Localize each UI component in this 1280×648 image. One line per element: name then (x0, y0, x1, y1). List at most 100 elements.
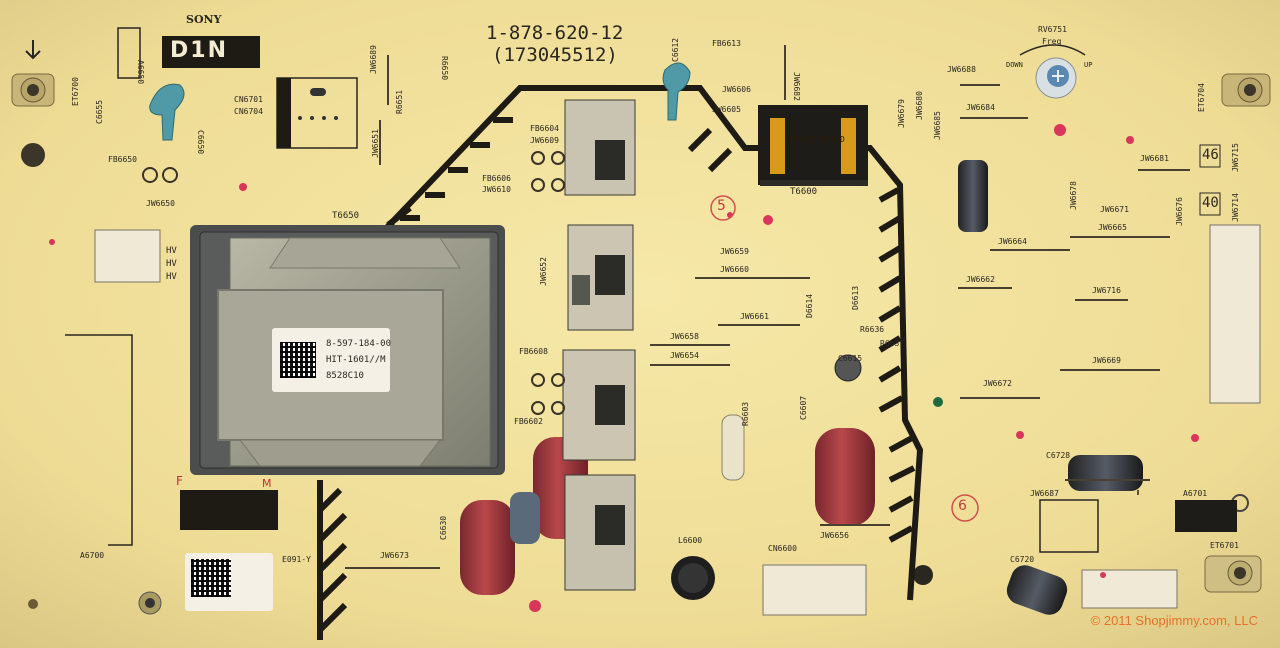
label-et6701: ET6701 (1210, 541, 1239, 550)
label-c6655: C6655 (95, 99, 104, 124)
label-c6720: C6720 (1010, 555, 1035, 564)
label-a6700: A6700 (80, 551, 105, 560)
qr-code-icon (280, 342, 316, 378)
label-jw6684: JW6684 (966, 103, 995, 112)
label-r6650: R6650 (440, 56, 449, 81)
label-r6636: R6636 (860, 325, 885, 334)
box-46 (1199, 144, 1221, 168)
label-jw6651: JW6651 (371, 129, 380, 158)
label-jw6714: JW6714 (1231, 193, 1240, 222)
label-5: 5 (717, 198, 726, 214)
sticker-line3: 8528C10 (326, 371, 364, 381)
datamatrix-icon (191, 559, 231, 597)
label-jw6689: JW6689 (369, 45, 378, 74)
d1n-logo-box (162, 36, 260, 68)
label-c6650: C6650 (196, 130, 205, 155)
copyright-watermark: © 2011 Shopjimmy.com, LLC (1090, 613, 1258, 628)
label-r6651: R6651 (395, 89, 404, 114)
label-jw6685: JW6685 (933, 111, 942, 140)
label-46: 46 (1202, 147, 1219, 163)
label-c6728: C6728 (1046, 451, 1071, 460)
label-rv-down: DOWN (1006, 61, 1023, 69)
label-c6615: C6615 (838, 354, 863, 363)
label-jw6671: JW6671 (1100, 205, 1129, 214)
label-t6650: T6650 (332, 211, 360, 221)
label-cn6701: CN6701 (234, 95, 263, 104)
label-hv2: HV (166, 259, 177, 269)
label-40: 40 (1202, 195, 1219, 211)
rv6751-trimmer (1035, 57, 1077, 99)
label-cn6600: CN6600 (768, 544, 797, 553)
brand-label: SONY (186, 13, 222, 26)
label-a6701: A6701 (1183, 489, 1208, 498)
solder-pads (142, 151, 565, 415)
label-d6614: D6614 (805, 293, 814, 318)
label-6: 6 (958, 498, 967, 514)
label-hv3: HV (166, 272, 177, 282)
label-c6612: C6612 (671, 37, 680, 62)
label-jw6659: JW6659 (720, 247, 749, 256)
label-jw6606: JW6606 (722, 85, 751, 94)
part-code: (173045512) (492, 44, 618, 66)
label-fb6604: FB6604 (530, 124, 559, 133)
silkscreen-traces (317, 85, 924, 640)
label-fb6608: FB6608 (519, 347, 548, 356)
label-a6650: A6650 (136, 60, 145, 85)
label-jw6682: JW6682 (792, 72, 801, 101)
t6600-transformer (758, 105, 868, 186)
spec-label (180, 490, 278, 530)
label-jw6658: JW6658 (670, 332, 699, 341)
label-rv-up: UP (1084, 61, 1093, 69)
sticker-line2: HIT-1601//M (326, 355, 386, 365)
label-et6700: ET6700 (71, 77, 80, 106)
label-jw6715: JW6715 (1231, 143, 1240, 172)
label-jw6688: JW6688 (947, 65, 976, 74)
label-jw6656: JW6656 (820, 531, 849, 540)
label-jw6681: JW6681 (1140, 154, 1169, 163)
label-c6607: C6607 (799, 395, 808, 420)
label-jw6676: JW6676 (1175, 197, 1184, 226)
label-fb6650: FB6650 (108, 155, 137, 164)
circle-mark-6 (951, 494, 979, 522)
arrow-down-icon (25, 40, 41, 60)
cn6701-footprint (277, 78, 338, 148)
d1n-logo: D1N (170, 38, 228, 63)
transformer-sticker: 8-597-184-00 HIT-1601//M 8528C10 (272, 328, 391, 392)
label-jw6654: JW6654 (670, 351, 699, 360)
label-jw6650: JW6650 (146, 199, 175, 208)
label-fb6613: FB6613 (712, 39, 741, 48)
label-l6600: L6600 (678, 536, 703, 545)
label-jw6678: JW6678 (1069, 181, 1078, 210)
label-m: M (262, 477, 272, 490)
label-hv1: HV (166, 246, 177, 256)
label-et6704: ET6704 (1197, 83, 1206, 112)
label-jw6716: JW6716 (1092, 286, 1121, 295)
label-d6613: D6613 (851, 285, 860, 310)
label-c6630: C6630 (439, 515, 448, 540)
ceramic-capacitors (149, 62, 691, 141)
box-40 (1199, 192, 1221, 216)
label-jw6662: JW6662 (966, 275, 995, 284)
label-jw6669: JW6669 (1092, 356, 1121, 365)
label-f: F (176, 474, 183, 488)
label-rv-freq: Freq (1042, 37, 1062, 46)
label-jw6660: JW6660 (720, 265, 749, 274)
part-number: 1-878-620-12 (486, 22, 624, 44)
label-jw6672: JW6672 (983, 379, 1012, 388)
label-jw6610: JW6610 (482, 185, 511, 194)
label-r6637: R6637 (880, 339, 905, 348)
connectors (94, 224, 1261, 616)
label-jw6673: JW6673 (380, 551, 409, 560)
label-jw6652: JW6652 (539, 257, 548, 286)
label-jw6609: JW6609 (530, 136, 559, 145)
marker-dots (49, 124, 1199, 612)
jumper-wires (345, 45, 1190, 569)
label-jw6605: JW6605 (712, 105, 741, 114)
circle-mark-5 (710, 195, 736, 221)
electrolytic-capacitors (671, 160, 1143, 615)
label-e091: E091-Y (282, 555, 311, 564)
label-jw6679: JW6679 (897, 99, 906, 128)
label-r6603: R6603 (741, 401, 750, 426)
